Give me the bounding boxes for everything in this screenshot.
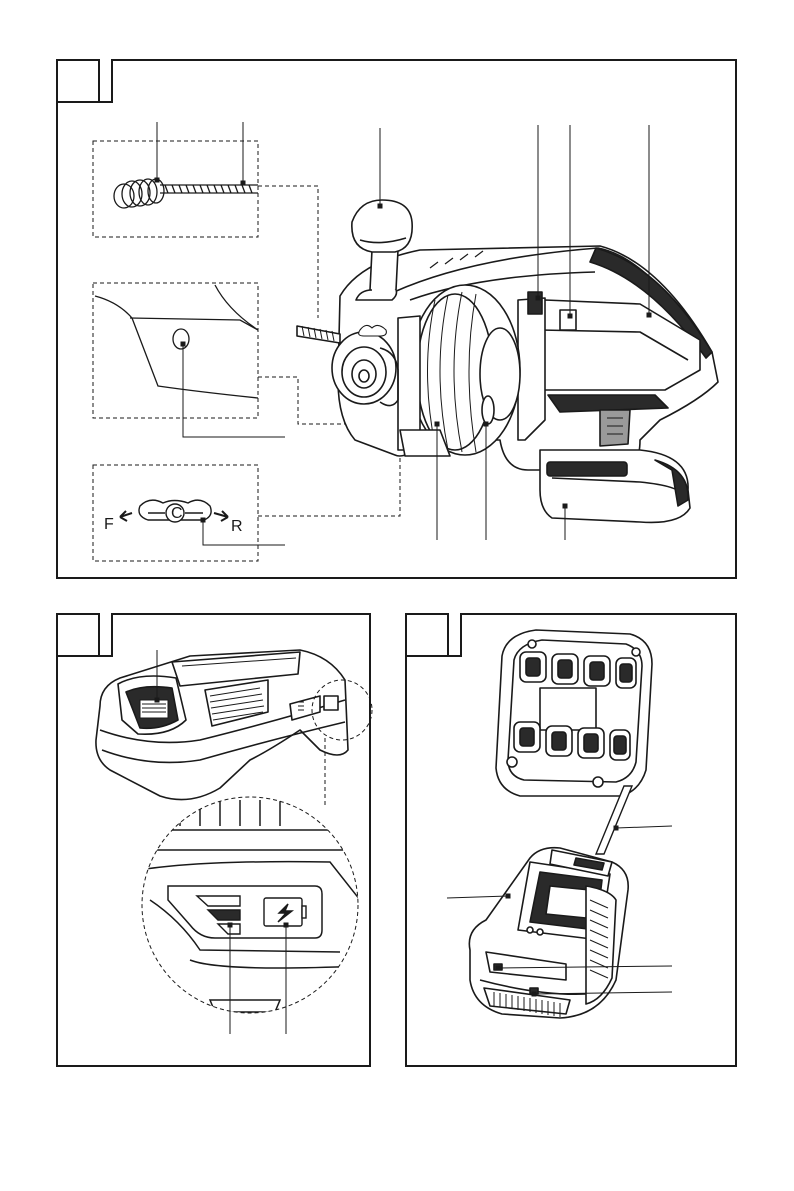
figure-1-drawing: F C R [0,0,794,590]
cable-inset-box [93,141,258,237]
housing-inset-box [93,283,258,418]
figure-2-number-box [57,614,99,656]
figure-3-panel [390,600,794,1080]
forward-letter: F [104,516,114,533]
figure-2-panel [0,600,390,1080]
battery-indicator-zoom [140,797,360,1013]
battery-pack-drawing [96,650,348,800]
figure-1-number-box [57,60,99,102]
housing-hole-drawing [95,285,258,398]
figure-2-drawing [0,600,390,1080]
spring-cable-drawing [114,179,258,208]
center-letter: C [171,505,183,522]
drain-cleaner-body [297,200,718,522]
figure-3-number-box [406,614,448,656]
reverse-letter: R [231,518,243,535]
figure-3-drawing [390,600,794,1080]
charger-back-drawing [496,630,652,796]
charger-base-drawing [469,848,628,1018]
figure-1-panel: F C R [0,0,794,590]
charge-status-icon [264,898,306,926]
